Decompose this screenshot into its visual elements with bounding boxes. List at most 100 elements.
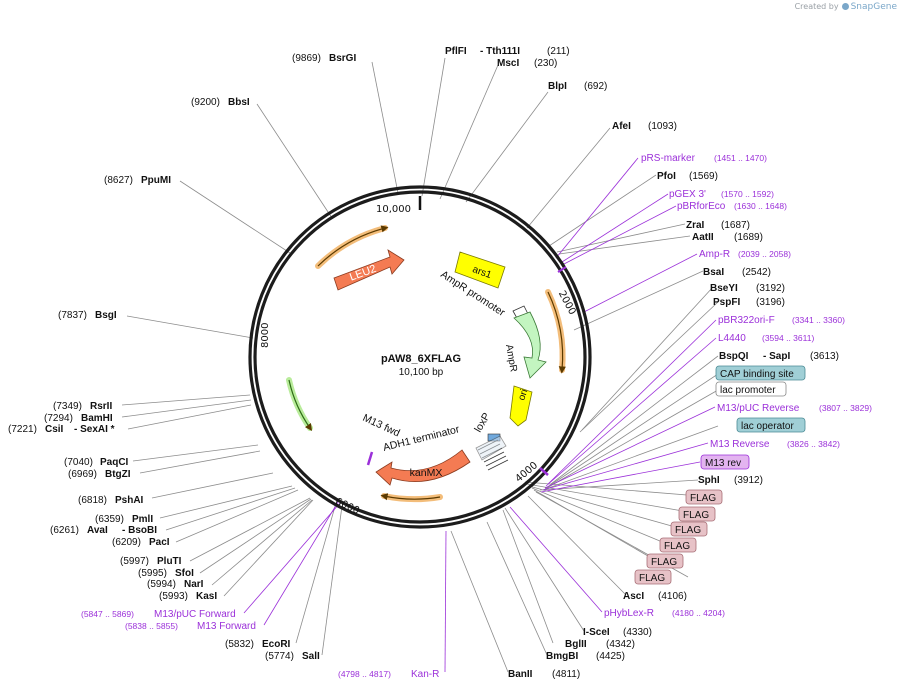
enzyme-pos: (7040) bbox=[64, 457, 93, 468]
primer-label-m13-puc-forward: M13/pUC Forward bbox=[154, 609, 236, 620]
primer-label-amp-r: Amp-R bbox=[699, 249, 730, 260]
enzyme-label-kasi: KasI bbox=[196, 591, 217, 602]
enzyme-pos: (5774) bbox=[265, 651, 294, 662]
enzyme-label-pmli: PmlI bbox=[132, 514, 153, 525]
primer-label-kan-r: Kan-R bbox=[411, 669, 439, 680]
svg-text:FLAG: FLAG bbox=[690, 493, 716, 504]
enzyme-pos: (1689) bbox=[734, 232, 763, 243]
enzyme-label-sphi: SphI bbox=[698, 475, 720, 486]
credit-app: SnapGene bbox=[850, 2, 897, 12]
enzyme-label-pspfi: PspFI bbox=[713, 297, 740, 308]
primer-label-pbrforeco: pBRforEco bbox=[677, 201, 726, 212]
enzyme-pos: (5832) bbox=[225, 639, 254, 650]
svg-text:kanMX: kanMX bbox=[410, 467, 443, 479]
label-lac-operator: lac operator bbox=[736, 417, 806, 433]
enzyme-label-paqci: PaqCI bbox=[100, 457, 129, 468]
enzyme-pos: (4330) bbox=[623, 627, 652, 638]
enzyme-label-bspqi: BspQI bbox=[719, 351, 749, 362]
feature-loxp: loxP bbox=[472, 411, 493, 435]
enzyme-pos: (230) bbox=[534, 58, 557, 69]
enzyme-label-pshai: PshAI bbox=[115, 495, 144, 506]
primer-range: (1570 .. 1592) bbox=[721, 189, 774, 199]
enzyme-pos: (3912) bbox=[734, 475, 763, 486]
enzyme-label-bsai: BsaI bbox=[703, 267, 724, 278]
tick-label-10000: 10,000 bbox=[376, 204, 411, 215]
enzyme-label-bglii: BglII bbox=[565, 639, 587, 650]
label-flag-6: FLAG bbox=[634, 569, 672, 585]
svg-text:FLAG: FLAG bbox=[651, 557, 677, 568]
primer-range: (3594 .. 3611) bbox=[762, 333, 814, 343]
m13-fwd-mark bbox=[366, 451, 374, 466]
enzyme-label-avai: AvaI bbox=[87, 525, 108, 536]
label-flag-1: FLAG bbox=[685, 489, 723, 505]
label-flag-4: FLAG bbox=[659, 537, 697, 553]
enzyme-label-ecori: EcoRI bbox=[262, 639, 291, 650]
enzyme-pos: (7837) bbox=[58, 310, 87, 321]
enzyme-pos: (7294) bbox=[44, 413, 73, 424]
enzyme-label-bsgi: BsgI bbox=[95, 310, 117, 321]
enzyme-pos: (6261) bbox=[50, 525, 79, 536]
primer-label-m13-reverse: M13 Reverse bbox=[710, 439, 770, 450]
enzyme-pos: (5995) bbox=[138, 568, 167, 579]
enzyme-pos: (1093) bbox=[648, 121, 677, 132]
svg-text:FLAG: FLAG bbox=[664, 541, 690, 552]
svg-text:FLAG: FLAG bbox=[683, 510, 709, 521]
plasmid-size: 10,100 bp bbox=[399, 367, 444, 378]
enzyme-pos: (6969) bbox=[68, 469, 97, 480]
label-flag-3: FLAG bbox=[670, 521, 708, 537]
enzyme-pos: (3613) bbox=[810, 351, 839, 362]
enzyme-pos: (4342) bbox=[606, 639, 635, 650]
tick-label-6000: 6000 bbox=[333, 496, 361, 517]
enzyme-label-csii: CsiI bbox=[45, 424, 64, 435]
feature-kanmx: kanMX bbox=[375, 449, 471, 486]
enzyme-label-sexai: - SexAI * bbox=[74, 424, 115, 435]
svg-text:lac operator: lac operator bbox=[741, 421, 794, 432]
primer-label-m13-puc-reverse: M13/pUC Reverse bbox=[717, 403, 800, 414]
enzyme-pos: (2542) bbox=[742, 267, 771, 278]
enzyme-pos: (211) bbox=[547, 46, 570, 57]
tick-label-8000: 8000 bbox=[260, 323, 271, 348]
primer-range: (3826 .. 3842) bbox=[787, 439, 840, 449]
enzyme-pos: (6359) bbox=[95, 514, 124, 525]
credit-prefix: Created by bbox=[794, 2, 839, 11]
enzyme-pos: (4425) bbox=[596, 651, 625, 662]
primer-label-m13-forward: M13 Forward bbox=[197, 621, 256, 632]
enzyme-pos: (3196) bbox=[756, 297, 785, 308]
enzyme-pos: (5993) bbox=[159, 591, 188, 602]
enzyme-pos: (1569) bbox=[689, 171, 718, 182]
flag-feature-stack bbox=[475, 435, 509, 471]
feature-ori: ori bbox=[509, 385, 533, 427]
primer-label-pbr322ori-f: pBR322ori-F bbox=[718, 315, 775, 326]
feature-leu2: LEU2 bbox=[333, 249, 405, 291]
primer-leader-lines bbox=[243, 157, 717, 673]
enzyme-label-zrai: ZraI bbox=[686, 220, 705, 231]
enzyme-label-blpi: BlpI bbox=[548, 81, 567, 92]
enzyme-label-bbsi: BbsI bbox=[228, 97, 250, 108]
feature-m13-fwd: M13 fwd bbox=[361, 412, 402, 440]
enzyme-pos: (9869) bbox=[292, 53, 321, 64]
plasmid-name: pAW8_6XFLAG bbox=[381, 353, 461, 365]
enzyme-label-pfoi: PfoI bbox=[657, 171, 676, 182]
primer-label-pgex3: pGEX 3' bbox=[669, 189, 706, 200]
enzyme-pos: (1687) bbox=[721, 220, 750, 231]
enzyme-label-banii: BanII bbox=[508, 669, 533, 680]
primer-range: (1451 .. 1470) bbox=[714, 153, 767, 163]
enzyme-pos: (5994) bbox=[147, 579, 176, 590]
enzyme-label-bsobi: - BsoBI bbox=[122, 525, 157, 536]
primer-label-phyblex-r: pHybLex-R bbox=[604, 608, 654, 619]
svg-text:FLAG: FLAG bbox=[639, 573, 665, 584]
enzyme-label-i-scei: I-SceI bbox=[583, 627, 610, 638]
enzyme-pos: (7221) bbox=[8, 424, 37, 435]
primer-range: (4180 .. 4204) bbox=[672, 608, 725, 618]
snapgene-logo-icon bbox=[841, 3, 849, 10]
svg-text:LEU2: LEU2 bbox=[348, 263, 378, 284]
enzyme-pos: (7349) bbox=[53, 401, 82, 412]
enzyme-label-bmgbi: BmgBI bbox=[546, 651, 578, 662]
enzyme-label-bamhi: BamHI bbox=[81, 413, 113, 424]
primer-range: (5847 .. 5869) bbox=[81, 609, 134, 619]
label-flag-5: FLAG bbox=[646, 553, 684, 569]
enzyme-label-bsrgi: BsrGI bbox=[329, 53, 356, 64]
enzyme-label-pflfi: PflFI bbox=[445, 46, 467, 57]
enzyme-pos: (692) bbox=[584, 81, 607, 92]
